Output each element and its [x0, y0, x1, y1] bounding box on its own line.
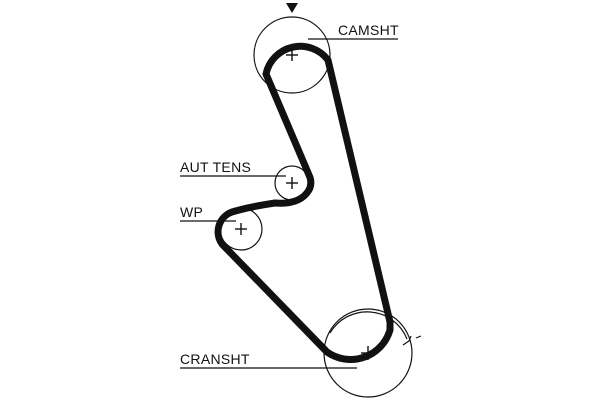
auto-tensioner-label: AUT TENS	[180, 159, 251, 175]
timing-belt	[214, 42, 394, 363]
crankshaft-pulley	[323, 308, 413, 398]
auto-tensioner-pulley	[274, 165, 310, 201]
camshaft-label: CAMSHT	[338, 22, 399, 38]
timing-mark-icon	[286, 3, 298, 13]
crankshaft-label: CRANSHT	[180, 351, 250, 367]
water-pump-pulley	[219, 207, 263, 251]
water-pump-label: WP	[180, 204, 203, 220]
rotation-arrow-icon	[329, 311, 422, 346]
camshaft-pulley	[253, 16, 331, 94]
